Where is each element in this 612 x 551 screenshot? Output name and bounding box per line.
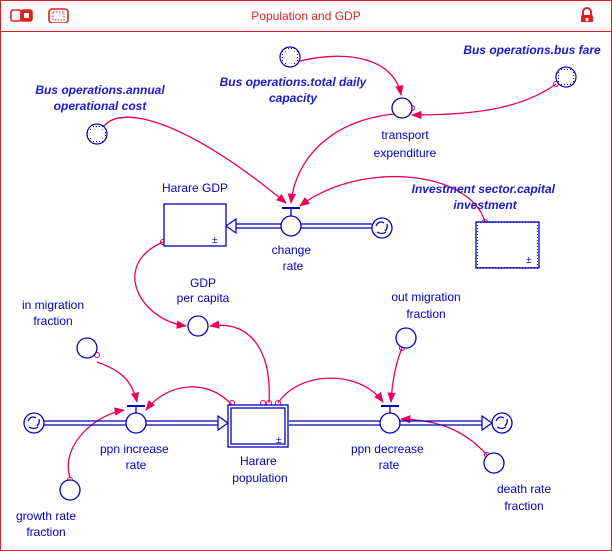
connector-gdp-to-percapita[interactable] [134,241,188,329]
stock-harare-population[interactable]: ± Harare population [227,404,289,485]
converter-transport-expenditure[interactable] [391,97,413,119]
connector-population-to-percapita[interactable] [208,320,270,404]
stock-investment-sector-capital-investment[interactable]: ± Investment sector.capital investment [412,182,559,269]
converter-in-migration-fraction[interactable] [76,337,98,359]
ghost-label: Investment sector.capital investment [412,182,559,212]
title-bar: Population and GDP [1,1,611,32]
svg-text:±: ± [212,235,218,246]
map-view-icon[interactable] [10,8,34,23]
window-title: Population and GDP [251,9,361,23]
connector-opcost-to-change[interactable] [99,116,287,204]
model-view-icon[interactable] [48,8,70,23]
converter-out-migration-fraction[interactable] [395,327,417,349]
svg-text:±: ± [276,435,282,446]
cloud-icon [371,217,393,239]
flow-ppn-increase-rate[interactable]: ppn increase rate [100,405,172,472]
cloud-icon [491,412,513,434]
connector-growth-to-increase[interactable] [67,407,126,479]
lock-icon[interactable] [579,7,595,22]
ghost-label: Bus operations.bus fare [463,43,601,57]
stock-label: Harare GDP [162,181,228,195]
connector-transport-to-change[interactable] [287,113,396,205]
connector-outmigration-to-decrease[interactable] [387,347,403,404]
stock-label: Harare population [232,454,287,485]
clouds [23,217,513,434]
flow-ppn-decrease-rate[interactable]: ppn decrease rate [351,405,427,472]
svg-text:±: ± [526,255,532,266]
connector-death-to-decrease[interactable] [399,415,488,456]
flow-label: ppn decrease rate [351,442,427,472]
converter-gdp-per-capita[interactable] [187,315,209,337]
connector-capacity-to-transport[interactable] [295,55,404,97]
connector-fare-to-transport[interactable] [410,83,557,120]
converter-growth-rate-fraction[interactable] [59,479,81,501]
cloud-icon [23,412,45,434]
connector-investment-to-change[interactable] [299,175,486,223]
connector-population-to-decrease[interactable] [277,377,384,404]
stock-harare-gdp[interactable]: ± Harare GDP [162,181,228,247]
connector-inmigration-to-increase[interactable] [96,361,139,404]
connector-population-to-increase[interactable] [145,386,233,411]
connectors [67,55,557,479]
flow-pipes [44,217,494,432]
flow-change-rate[interactable]: change rate [272,207,315,273]
flow-label: change rate [272,243,315,273]
converter-death-rate-fraction[interactable] [483,452,505,474]
flow-label: ppn increase rate [100,442,172,472]
